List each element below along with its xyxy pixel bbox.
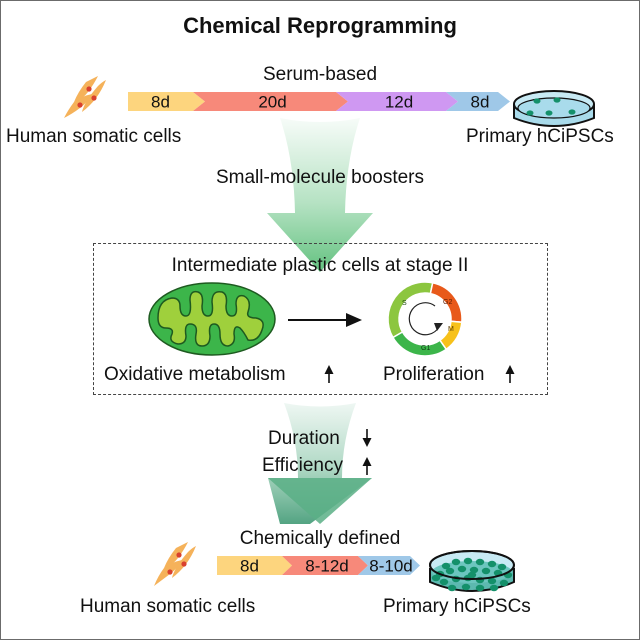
- colony-dot: [489, 584, 499, 592]
- top-start-label: Human somatic cells: [6, 126, 182, 147]
- top-end-label: Primary hCiPSCs: [466, 126, 614, 147]
- cell-cycle-icon: S G2 M G1: [387, 281, 463, 357]
- intermediate-title: Intermediate plastic cells at stage II: [171, 255, 469, 276]
- colony-dot: [457, 565, 467, 573]
- top-stage-2-duration: 20d: [258, 93, 286, 112]
- colony-dot: [445, 567, 455, 575]
- bottom-stage-3: [358, 556, 420, 575]
- trend-down-arrow-icon: [362, 429, 372, 447]
- trend-up-arrow-icon: [362, 457, 372, 475]
- figure-title: Chemical Reprogramming: [183, 13, 457, 38]
- phase-label-m: M: [448, 326, 454, 333]
- trend-up-arrow-icon: [324, 365, 334, 383]
- colony-dot: [467, 571, 477, 579]
- colony-dot: [499, 579, 509, 587]
- colony-dot: [441, 562, 451, 570]
- colony-dot: [487, 577, 497, 585]
- top-stage-4-duration: 8d: [471, 93, 490, 112]
- proliferation-label: Proliferation: [383, 364, 485, 385]
- colony-dot: [469, 566, 479, 574]
- somatic-cells-icon: [64, 76, 106, 118]
- colony-dot: [451, 558, 461, 566]
- top-stage-3: [336, 92, 458, 111]
- transition-arrow: [288, 313, 362, 327]
- bottom-stage-1: [217, 556, 292, 575]
- top-pathway-segments: 8d 20d 12d 8d: [128, 92, 510, 112]
- top-stage-2: [193, 92, 348, 111]
- bottom-stage-1-duration: 8d: [240, 557, 259, 576]
- colony-dot: [475, 584, 485, 592]
- oxidative-metabolism-label: Oxidative metabolism: [104, 364, 286, 385]
- cycle-rotation-arrow: [408, 302, 440, 336]
- bottom-start-label: Human somatic cells: [80, 596, 256, 617]
- top-stage-3-duration: 12d: [385, 93, 413, 112]
- efficiency-label: Efficiency: [262, 455, 343, 476]
- outcome-arrow-head: [268, 478, 372, 524]
- colony-dot: [481, 567, 491, 575]
- somatic-cells-icon: [154, 542, 196, 586]
- bottom-stage-2-duration: 8-12d: [305, 557, 348, 576]
- cell-cycle-phase-g1: [391, 330, 448, 357]
- mitochondrion-icon: [148, 282, 276, 356]
- bottom-stage-3-duration: 8-10d: [369, 557, 412, 576]
- duration-label: Duration: [268, 428, 340, 449]
- bottom-pathway-segments: 8d 8-12d 8-10d: [217, 556, 420, 576]
- phase-label-g1: G1: [421, 345, 430, 352]
- colony-dot: [461, 583, 471, 591]
- trend-up-arrow-icon: [505, 365, 515, 383]
- colony-dot: [439, 578, 449, 586]
- top-stage-1-duration: 8d: [151, 93, 170, 112]
- booster-arrow: [267, 118, 373, 272]
- bottom-end-label: Primary hCiPSCs: [383, 596, 531, 617]
- phase-label-s: S: [402, 300, 407, 307]
- dish-rim: [429, 550, 515, 580]
- booster-label: Small-molecule boosters: [215, 167, 425, 188]
- serum-based-label: Serum-based: [262, 64, 378, 85]
- colony-dot: [463, 557, 473, 565]
- colony-dot: [447, 584, 457, 592]
- chemically-defined-label: Chemically defined: [239, 528, 401, 549]
- top-stage-4: [446, 92, 510, 111]
- petri-dish-icon: [513, 90, 595, 127]
- top-stage-1: [128, 92, 205, 111]
- intermediate-box: [93, 243, 548, 395]
- colony-dot: [497, 563, 507, 571]
- colony-dot: [431, 574, 441, 582]
- colony-dot: [475, 558, 485, 566]
- phase-label-g2: G2: [443, 299, 452, 306]
- bottom-stage-2: [282, 556, 368, 575]
- cycle-arrow-head: [434, 323, 443, 331]
- colony-dot: [487, 560, 497, 568]
- petri-dish-dense-icon: [429, 550, 515, 592]
